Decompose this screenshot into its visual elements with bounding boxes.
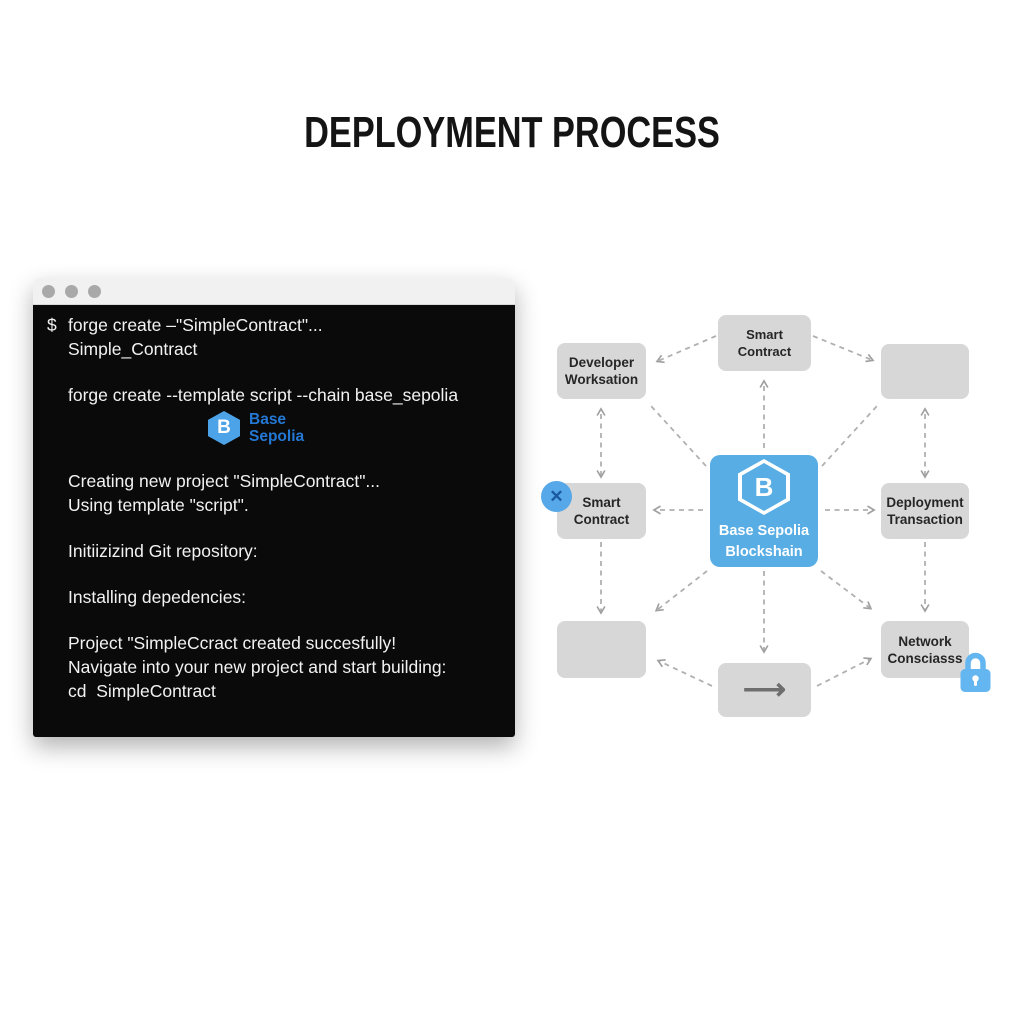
node-deployment-transaction: Deployment Transaction: [881, 483, 969, 539]
terminal-line: Simple_Contract: [68, 339, 198, 359]
lock-icon: [960, 652, 991, 692]
node-transfer-arrow: ⟶: [718, 663, 811, 717]
terminal-blank-line: [68, 563, 515, 585]
terminal-line: Creating new project "SimpleContract"...: [68, 471, 381, 491]
node-empty-bottom-left: [557, 621, 646, 678]
page-title: DEPLOYMENT PROCESS: [304, 108, 720, 157]
node-label: Network: [898, 633, 952, 649]
node-network-consensus: Network Consciasss: [881, 621, 991, 692]
node-label: Worksation: [564, 372, 639, 387]
node-smart-contract-left: ✕ Smart Contract: [541, 481, 646, 539]
terminal-line: Project "SimpleCcract created succesfull…: [68, 633, 397, 653]
node-label: Transaction: [887, 512, 963, 527]
node-base-sepolia-blockchain-hub: B Base Sepolia Blockshain: [710, 455, 818, 567]
hub-label: Base Sepolia Blockshain: [718, 523, 810, 560]
terminal-window: $ forge create –"SimpleContract"... Simp…: [33, 278, 515, 737]
terminal-titlebar: [33, 278, 515, 305]
base-sepolia-logo-label: Base Sepolia: [249, 411, 305, 445]
terminal-body: $ forge create –"SimpleContract"... Simp…: [33, 305, 515, 737]
node-label: Smart: [582, 495, 621, 510]
base-sepolia-logo: B Base Sepolia: [208, 411, 515, 445]
base-hexagon-icon: B: [208, 411, 240, 445]
node-label: Smart Contract: [737, 327, 792, 359]
terminal-line: Using template "script".: [68, 495, 249, 515]
terminal-blank-line: [68, 361, 515, 383]
window-minimize-button[interactable]: [65, 284, 78, 298]
terminal-line: Installing depedencies:: [68, 587, 247, 607]
node-smart-contract-top: Smart Contract: [718, 315, 811, 371]
window-maximize-button[interactable]: [88, 284, 101, 298]
node-empty-top-right: [881, 344, 969, 399]
terminal-line: forge create --template script --chain b…: [68, 385, 459, 405]
terminal-line: Navigate into your new project and start…: [68, 657, 447, 677]
right-arrow-icon: ⟶: [742, 673, 786, 706]
terminal-line: forge create –"SimpleContract"...: [68, 315, 323, 335]
window-close-button[interactable]: [42, 284, 55, 298]
terminal-blank-line: [68, 517, 515, 539]
base-hexagon-icon: B: [738, 459, 790, 515]
terminal-line: cd SimpleContract: [68, 681, 216, 701]
terminal-blank-line: [68, 609, 515, 631]
node-developer-workstation: Developer Worksation: [557, 343, 646, 399]
node-label: Contract: [573, 512, 630, 527]
terminal-line: Initiizizind Git repository:: [68, 541, 258, 561]
shell-prompt: $: [47, 315, 57, 335]
node-label: Deployment: [886, 495, 964, 510]
node-label: Developer: [568, 355, 635, 370]
node-label: Consciasss: [887, 650, 963, 666]
error-x-icon: ✕: [541, 481, 572, 512]
